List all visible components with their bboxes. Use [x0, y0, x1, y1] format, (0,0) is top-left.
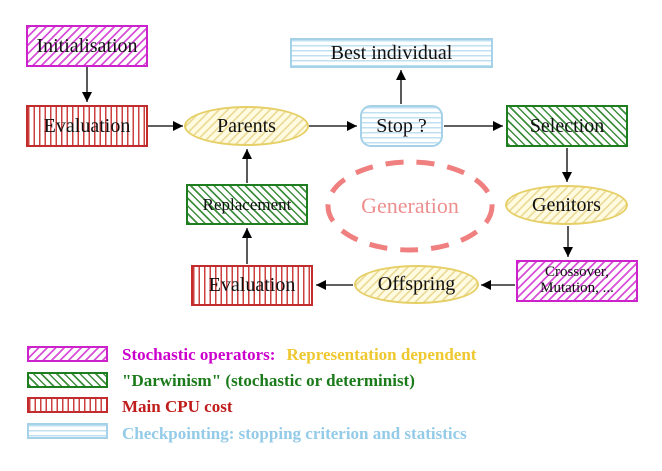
legend-swatch-stochastic [27, 346, 108, 362]
node-evaluation-bottom: Evaluation [191, 265, 313, 306]
legend-swatch-checkpointing [27, 423, 108, 439]
legend-text-representation: Representation dependent [286, 345, 477, 364]
node-stop: Stop ? [360, 105, 443, 147]
node-parents: Parents [184, 106, 309, 146]
legend-text-checkpointing: Checkpointing: stopping criterion and st… [122, 424, 467, 443]
legend-swatch-darwinism [27, 372, 108, 388]
legend-text-stochastic: Stochastic operators: [122, 345, 276, 364]
legend-swatch-cpu [27, 397, 108, 413]
node-initialisation: Initialisation [26, 25, 148, 67]
node-replacement: Replacement [186, 184, 308, 225]
node-evaluation-top: Evaluation [26, 105, 148, 147]
crossover-line: Crossover, [545, 264, 609, 281]
generation-label: Generation [361, 193, 459, 218]
node-genitors: Genitors [505, 185, 628, 225]
node-crossover-mutation: Crossover, Mutation, ... [516, 260, 638, 302]
legend-label-stochastic: Stochastic operators: Representation depe… [122, 345, 476, 365]
mutation-line: Mutation, ... [540, 280, 614, 296]
node-offspring: Offspring [354, 265, 479, 304]
node-best-individual: Best individual [290, 38, 493, 68]
node-selection: Selection [506, 105, 628, 147]
legend-text-cpu: Main CPU cost [122, 397, 233, 416]
legend-text-darwinism: "Darwinism" (stochastic or determinist) [122, 371, 415, 390]
